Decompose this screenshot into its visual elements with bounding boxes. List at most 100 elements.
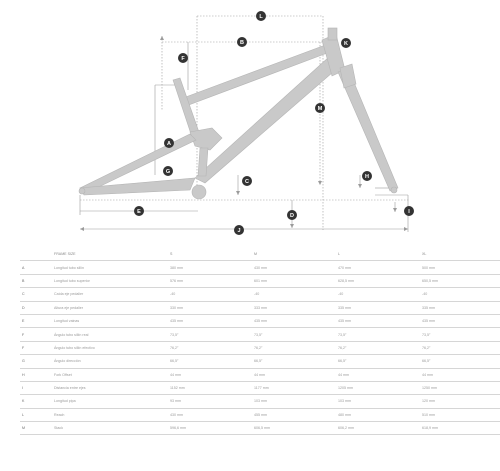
- row-value: 66,5°: [168, 354, 252, 369]
- row-value: 335 mm: [336, 301, 420, 315]
- row-value: 333 mm: [252, 301, 336, 315]
- svg-text:A: A: [167, 141, 171, 147]
- row-value: 76,2°: [252, 341, 336, 356]
- row-value: 66,5°: [252, 354, 336, 369]
- row-value: -40: [420, 287, 500, 302]
- row-key: E: [20, 314, 52, 329]
- header-cell: L: [336, 248, 420, 262]
- row-value: 1205 mm: [336, 381, 420, 396]
- row-value: 510 mm: [420, 408, 500, 423]
- row-value: 76,2°: [336, 341, 420, 356]
- row-value: -40: [168, 287, 252, 302]
- row-value: 44 mm: [336, 368, 420, 382]
- row-value: 435 mm: [168, 314, 252, 329]
- svg-text:K: K: [344, 41, 348, 47]
- svg-text:G: G: [166, 169, 170, 175]
- frame-geometry-diagram: L B K F M A G C H E D I J: [78, 11, 414, 235]
- row-value: 435 mm: [336, 314, 420, 329]
- row-value: 44 mm: [252, 368, 336, 382]
- row-value: 500 mm: [420, 260, 500, 275]
- row-key: F: [20, 327, 52, 342]
- row-value: 66,5°: [336, 354, 420, 369]
- row-label: Ángulo tubo sillín efectivo: [52, 341, 168, 356]
- front-axle: [390, 186, 398, 194]
- row-value: 380 mm: [168, 260, 252, 275]
- row-value: 73,5°: [420, 327, 500, 342]
- marker-H: H: [362, 171, 372, 181]
- rear-dropout: [78, 187, 86, 195]
- row-value: 1177 mm: [252, 381, 336, 396]
- row-value: 435 mm: [252, 314, 336, 329]
- row-value: 335 mm: [420, 301, 500, 315]
- header-cell: M: [252, 248, 336, 262]
- svg-text:C: C: [245, 179, 249, 185]
- row-key: G: [20, 354, 52, 369]
- row-value: 1250 mm: [420, 381, 500, 396]
- svg-text:B: B: [240, 40, 244, 46]
- top-tube: [182, 43, 331, 107]
- row-label: Fork Offset: [52, 368, 168, 382]
- row-value: 66,5°: [420, 354, 500, 369]
- row-label: Ángulo tubo sillín real: [52, 327, 168, 342]
- header-key-cell: [20, 248, 52, 262]
- svg-text:L: L: [259, 14, 263, 20]
- marker-C: C: [242, 176, 252, 186]
- row-value: 606,5 mm: [252, 421, 336, 436]
- rocker-link: [189, 127, 223, 151]
- row-label: Stack: [52, 421, 168, 436]
- row-value: 103 mm: [252, 394, 336, 409]
- row-value: 73,5°: [336, 327, 420, 342]
- row-value: 76,2°: [420, 341, 500, 356]
- row-value: 601 mm: [252, 274, 336, 289]
- row-value: 455 mm: [252, 408, 336, 423]
- row-label: Longitud vainas: [52, 314, 168, 329]
- svg-text:M: M: [318, 106, 323, 112]
- marker-G: G: [163, 166, 173, 176]
- row-value: 435 mm: [420, 314, 500, 329]
- row-label: Altura eje pedalier: [52, 301, 168, 315]
- row-label: Longitud tubo sillín: [52, 260, 168, 275]
- row-value: 628,5 mm: [336, 274, 420, 289]
- row-key: B: [20, 274, 52, 289]
- row-key: L: [20, 408, 52, 423]
- rear-shock: [197, 147, 209, 177]
- svg-text:I: I: [408, 209, 410, 215]
- row-value: 103 mm: [336, 394, 420, 409]
- svg-text:D: D: [290, 213, 294, 219]
- bike-frame: [78, 27, 399, 200]
- marker-A: A: [164, 138, 174, 148]
- marker-F: F: [178, 53, 188, 63]
- row-key: H: [20, 368, 52, 382]
- row-key: D: [20, 301, 52, 315]
- row-value: 73,5°: [252, 327, 336, 342]
- header-cell: S: [168, 248, 252, 262]
- bottom-bracket: [191, 184, 207, 200]
- row-key: K: [20, 394, 52, 409]
- header-cell: FRAME SIZE: [52, 248, 168, 262]
- marker-M: M: [315, 103, 325, 113]
- row-value: 606,2 mm: [336, 421, 420, 436]
- marker-L: L: [256, 11, 266, 21]
- marker-B: B: [237, 37, 247, 47]
- row-value: 76,2°: [168, 341, 252, 356]
- marker-J: J: [234, 225, 244, 235]
- marker-E: E: [134, 206, 144, 216]
- row-value: 73,5°: [168, 327, 252, 342]
- row-value: 576 mm: [168, 274, 252, 289]
- markers: L B K F M A G C H E D I J: [134, 11, 414, 235]
- svg-text:J: J: [237, 228, 240, 234]
- row-key: M: [20, 421, 52, 436]
- svg-text:H: H: [365, 174, 369, 180]
- row-value: -40: [336, 287, 420, 302]
- row-value: -40: [252, 287, 336, 302]
- marker-D: D: [287, 210, 297, 220]
- marker-I: I: [404, 206, 414, 216]
